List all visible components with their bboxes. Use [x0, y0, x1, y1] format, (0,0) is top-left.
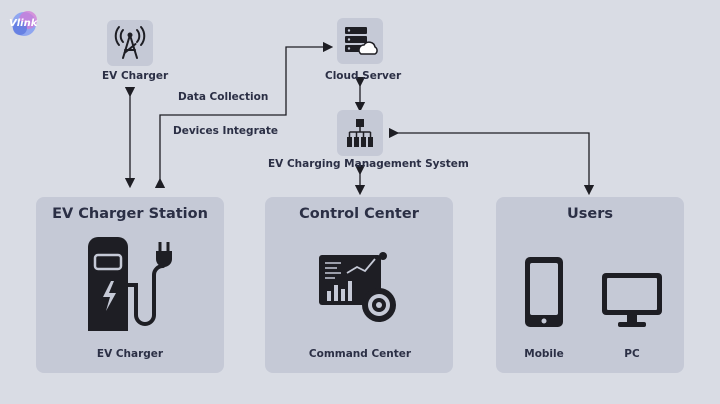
- management-users-path: [388, 127, 595, 196]
- logo-text: Vlink: [9, 18, 38, 29]
- server-cloud-icon: [345, 27, 378, 55]
- cloud-server-node: [337, 18, 383, 64]
- ev-charging-station-icon: [88, 237, 172, 331]
- pc-label: PC: [624, 348, 640, 360]
- ev-charger-station-title: EV Charger Station: [52, 206, 208, 222]
- cloud-server-label: Cloud Server: [325, 70, 402, 82]
- mobile-phone-icon: [525, 257, 563, 327]
- mobile-label: Mobile: [524, 348, 564, 360]
- ev-charger-station-card: EV Charger Station EV Charger: [36, 197, 224, 373]
- pc-monitor-icon: [602, 273, 662, 327]
- ev-charger-node: [107, 20, 153, 66]
- network-hierarchy-icon: [347, 119, 373, 147]
- data-collection-label: Data Collection: [178, 91, 269, 103]
- ev-charger-top-label: EV Charger: [102, 70, 169, 82]
- control-center-card: Control Center Command Center: [265, 197, 453, 373]
- ev-charger-station-label: EV Charger: [96, 348, 164, 360]
- management-system-label: EV Charging Management System: [268, 158, 469, 170]
- control-center-title: Control Center: [299, 206, 419, 222]
- management-system-node: [337, 110, 383, 156]
- command-center-dashboard-icon: [319, 252, 396, 322]
- data-collection-path: [154, 41, 334, 189]
- antenna-tower-icon: [114, 26, 146, 59]
- users-title: Users: [566, 206, 614, 222]
- logo: Vlink: [6, 6, 50, 42]
- devices-integrate-label: Devices Integrate: [173, 125, 278, 137]
- command-center-label: Command Center: [308, 348, 412, 360]
- users-card: Users Mobile PC: [496, 197, 684, 373]
